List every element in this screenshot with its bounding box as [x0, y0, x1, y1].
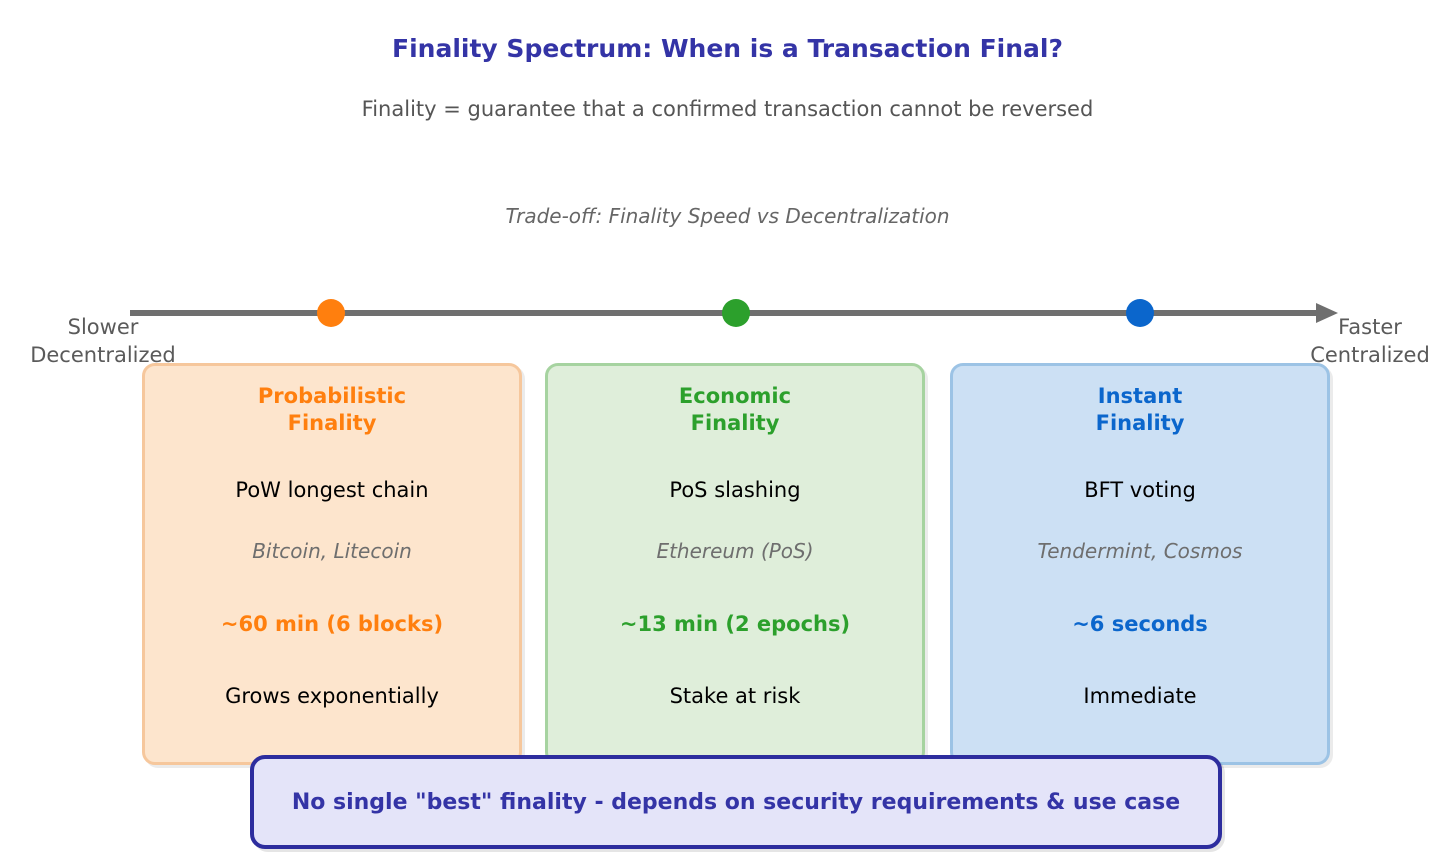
axis-label-right: Faster Centralized: [1285, 313, 1455, 369]
card-examples: Bitcoin, Litecoin: [252, 539, 412, 563]
card-note: Grows exponentially: [225, 684, 439, 708]
card-title-line1: Instant: [1097, 384, 1183, 408]
card-title-line1: Economic: [678, 384, 792, 408]
card-title-line2: Finality: [690, 411, 780, 435]
card-economic-finality: Economic Finality PoS slashing Ethereum …: [545, 363, 925, 765]
card-finality-time: ~6 seconds: [1072, 612, 1208, 636]
card-examples: Tendermint, Cosmos: [1037, 539, 1243, 563]
subtitle: Finality = guarantee that a confirmed tr…: [361, 97, 1094, 121]
conclusion-text: No single "best" finality - depends on s…: [291, 789, 1181, 815]
card-title: Instant Finality: [953, 383, 1327, 437]
axis-label-left: Slower Decentralized: [0, 313, 206, 369]
card-title: Probabilistic Finality: [145, 383, 519, 437]
axis-label-faster: Faster: [1338, 315, 1402, 339]
card-instant-finality: Instant Finality BFT voting Tendermint, …: [950, 363, 1330, 765]
page-title: Finality Spectrum: When is a Transaction…: [392, 34, 1063, 63]
axis-label-slower: Slower: [67, 315, 139, 339]
card-finality-time: ~60 min (6 blocks): [220, 612, 444, 636]
tradeoff-caption: Trade-off: Finality Speed vs Decentraliz…: [505, 204, 950, 228]
card-note: Stake at risk: [669, 684, 801, 708]
card-finality-time: ~13 min (2 epochs): [619, 612, 851, 636]
card-mechanism: PoS slashing: [669, 478, 801, 502]
card-title: Economic Finality: [548, 383, 922, 437]
card-mechanism: PoW longest chain: [235, 478, 429, 502]
card-title-line2: Finality: [1095, 411, 1185, 435]
card-probabilistic-finality: Probabilistic Finality PoW longest chain…: [142, 363, 522, 765]
card-examples: Ethereum (PoS): [656, 539, 814, 563]
card-title-line2: Finality: [287, 411, 377, 435]
card-note: Immediate: [1083, 684, 1197, 708]
spectrum-dot-instant-finality: [1126, 299, 1154, 327]
card-title-line1: Probabilistic: [257, 384, 407, 408]
spectrum-dot-economic-finality: [722, 299, 750, 327]
spectrum-dot-probabilistic-finality: [317, 299, 345, 327]
conclusion-banner: No single "best" finality - depends on s…: [250, 755, 1222, 849]
card-mechanism: BFT voting: [1084, 478, 1196, 502]
axis-label-centralized: Centralized: [1310, 343, 1430, 367]
